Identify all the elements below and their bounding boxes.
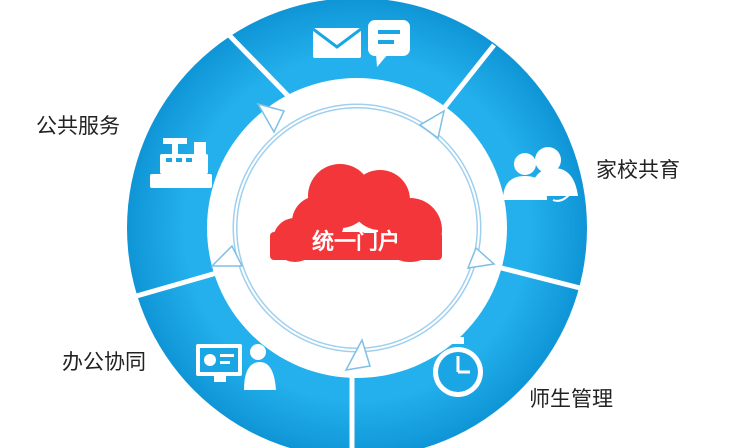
label-office-collab: 办公协同 bbox=[62, 350, 146, 374]
flow-arrow-top-right bbox=[418, 109, 446, 140]
segment-dividers bbox=[132, 33, 585, 448]
flow-arrow-left bbox=[210, 244, 244, 267]
label-public-service: 公共服务 bbox=[36, 114, 120, 138]
mail-icon bbox=[312, 27, 362, 58]
flow-arrow-right bbox=[466, 246, 496, 269]
label-home-school: 家校共育 bbox=[596, 158, 680, 182]
cloud-shape bbox=[270, 164, 442, 262]
computer-user-icon bbox=[196, 344, 276, 390]
center-label: 统一门户 bbox=[311, 230, 400, 255]
cash-register-icon bbox=[150, 138, 212, 188]
users-icon bbox=[503, 147, 578, 202]
flow-arrow-bottom bbox=[344, 338, 371, 371]
chat-icon bbox=[368, 20, 410, 67]
stopwatch-icon bbox=[433, 337, 483, 397]
flow-arrow-top-left bbox=[256, 102, 286, 134]
inner-circle bbox=[207, 78, 507, 378]
label-teacher-student: 师生管理 bbox=[529, 387, 613, 411]
